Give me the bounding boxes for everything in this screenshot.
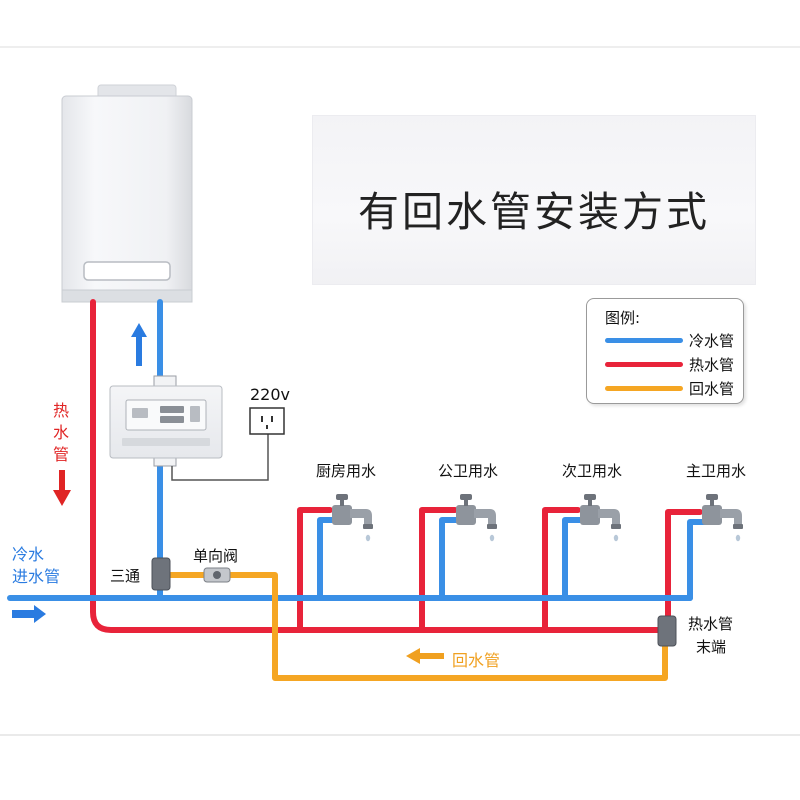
legend-item-return: 回水管 [601,377,737,399]
hot-end-label-line1: 热水管 [688,615,734,633]
outlet-label-public-bath: 公卫用水 [438,462,499,480]
faucet-icon [456,494,497,542]
legend-swatch-hot [605,362,683,367]
controller-display [125,399,207,431]
check-valve-label: 单向阀 [193,547,239,565]
cold-up-arrow [131,323,147,366]
return-flow-arrow [406,648,444,664]
faucet-icon [580,494,621,542]
legend-swatch-cold [605,338,683,343]
legend-item-cold: 冷水管 [601,329,737,351]
hot-down-arrow [53,470,71,506]
water-heater [61,84,193,303]
faucet-icon [332,494,373,542]
hot-end-label-line2: 末端 [696,638,727,656]
legend: 图例: 冷水管 热水管 回水管 [586,298,744,404]
legend-title: 图例: [605,309,641,327]
faucet-icon [702,494,743,542]
faucet-group [332,494,743,542]
outlet-label-master-bath: 主卫用水 [686,462,747,480]
heater-hot-label: 热 水 管 [53,400,73,466]
tee-fitting [151,557,171,591]
outlet-label-second-bath: 次卫用水 [562,462,623,480]
page-title: 有回水管安装方式 [358,188,710,236]
power-cable [171,430,269,481]
heater-display [83,261,171,281]
controller-display-digits [132,406,200,423]
circulation-controller [109,375,223,467]
cold-inlet-label-line2: 进水管 [12,567,61,586]
hot-end-fitting [657,615,677,647]
power-socket [249,407,285,435]
legend-swatch-return [605,386,683,391]
check-valve [203,567,231,583]
tee-label: 三通 [110,567,141,585]
legend-label-cold: 冷水管 [689,332,735,350]
cold-in-arrow [12,605,46,623]
power-label: 220v [250,385,291,404]
heater-hot-label-char: 热 [53,401,70,420]
legend-label-hot: 热水管 [689,356,735,374]
legend-item-hot: 热水管 [601,353,737,375]
return-pipe-label: 回水管 [452,651,501,670]
legend-label-return: 回水管 [689,380,735,398]
return-pipe [167,572,668,681]
outlet-label-kitchen: 厨房用水 [316,462,377,480]
heater-hot-label-char: 水 [53,423,70,442]
cold-inlet-label-line1: 冷水 [12,545,45,564]
title-panel [312,115,756,285]
heater-hot-label-char: 管 [53,445,70,464]
hot-pipes [90,299,703,633]
